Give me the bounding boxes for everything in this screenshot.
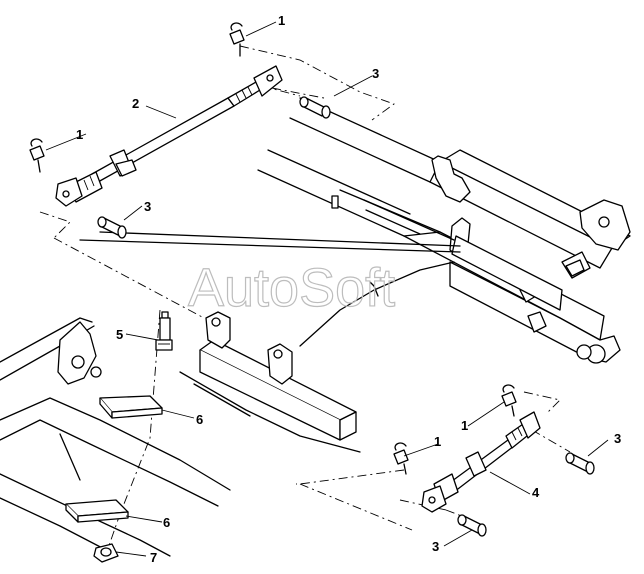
alignment-lines	[39, 45, 571, 561]
callout-3-top: 3	[372, 66, 379, 81]
pin-upper-left	[97, 216, 127, 239]
bolt-assembly	[65, 311, 173, 563]
pin-lower-right	[565, 452, 595, 475]
callout-7: 7	[150, 550, 157, 565]
callout-3-right: 3	[614, 431, 621, 446]
watermark: AutoSoft	[188, 258, 395, 318]
callout-3-left: 3	[144, 199, 151, 214]
callout-2: 2	[132, 96, 139, 111]
lynch-pin-c	[501, 384, 517, 417]
lynch-pin-b	[29, 138, 45, 173]
callout-4: 4	[532, 485, 540, 500]
callout-5: 5	[116, 327, 123, 342]
lynch-pin-d	[393, 442, 409, 475]
pin-lower-left	[457, 514, 487, 537]
turnbuckle-upper	[55, 65, 283, 207]
clevis-pins	[97, 96, 595, 537]
leader-lines	[45, 21, 609, 557]
callout-1-top: 1	[278, 13, 285, 28]
lynch-pin-a	[229, 22, 245, 57]
callout-3-bottom: 3	[432, 539, 439, 554]
callout-numbers: 1 1 2 3 3 5 6 6 7 1 1 3 4 3	[76, 13, 621, 565]
callout-6-lower: 6	[163, 515, 170, 530]
turnbuckle-lower	[421, 411, 541, 513]
cross-tube	[79, 231, 461, 453]
blade-frame	[0, 317, 231, 557]
pin-upper-right	[299, 96, 331, 119]
lift-frame	[257, 97, 631, 364]
callout-1-mid-left: 1	[434, 434, 441, 449]
callout-6-upper: 6	[196, 412, 203, 427]
callout-1-mid-right: 1	[461, 418, 468, 433]
callout-1-left: 1	[76, 127, 83, 142]
lynch-pins	[29, 22, 517, 475]
